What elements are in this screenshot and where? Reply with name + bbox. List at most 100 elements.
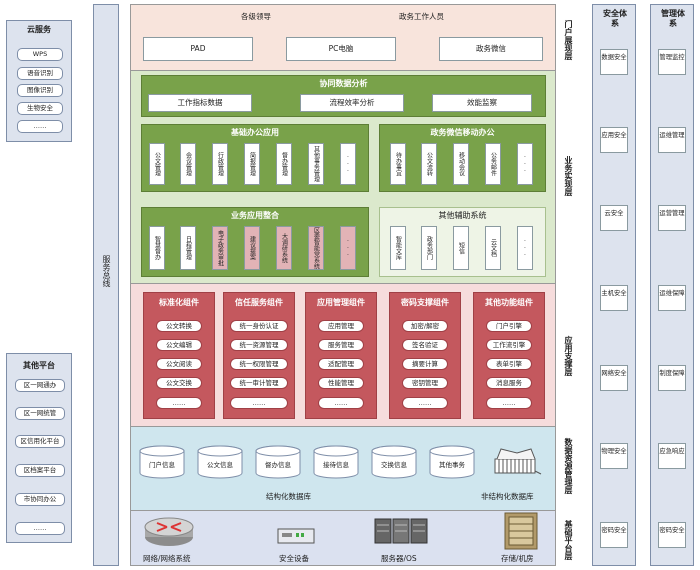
aux-systems-block: 其他辅助系统 智能文库 政务部门 短信 云文档 ···	[379, 207, 546, 277]
app-management-item[interactable]: 应用管理	[318, 320, 364, 332]
trust-component-item[interactable]: ……	[230, 397, 288, 409]
basic-office-item[interactable]: 其他事务管理	[308, 143, 324, 185]
trust-component-item[interactable]: 统一身份认证	[230, 320, 288, 332]
management-item[interactable]: 制度保障	[658, 365, 686, 391]
integration-item[interactable]: 电子政务审批	[212, 226, 228, 270]
crypto-components-title: 密码支撑组件	[401, 298, 449, 307]
security-item[interactable]: 密码安全	[600, 522, 628, 548]
mobile-office-item[interactable]: 待办事宜	[390, 143, 406, 185]
security-item[interactable]: 云安全	[600, 205, 628, 231]
security-item[interactable]: 数据安全	[600, 49, 628, 75]
standard-component-item[interactable]: ……	[156, 397, 202, 409]
db-document[interactable]: 公文信息	[196, 445, 244, 479]
integration-more[interactable]: ···	[340, 226, 356, 270]
cloud-services-panel: 云服务 WPS 语音识别 图像识别 生物安全 ……	[6, 20, 72, 142]
other-function-item[interactable]: 消息服务	[486, 377, 532, 389]
mobile-office-item[interactable]: 公文流转	[421, 143, 437, 185]
basic-office-item[interactable]: 公文管理	[149, 143, 165, 185]
aux-item[interactable]: 云文档	[485, 226, 501, 270]
basic-office-item[interactable]: 简报管理	[244, 143, 260, 185]
app-management-item[interactable]: 适配管理	[318, 358, 364, 370]
management-item[interactable]: 运维管理	[658, 127, 686, 153]
other-function-components: 其他功能组件 门户引擎 工作流引擎 表单引擎 消息服务 ……	[473, 292, 545, 419]
db-exchange[interactable]: 交换信息	[370, 445, 418, 479]
basic-office-item[interactable]: 督办管理	[276, 143, 292, 185]
platform-item[interactable]: 区信用化平台	[15, 435, 65, 448]
platform-item[interactable]: 区档案平台	[15, 464, 65, 477]
app-management-item[interactable]: 性能管理	[318, 377, 364, 389]
aux-systems-title: 其他辅助系统	[438, 211, 487, 220]
cloud-item[interactable]: 图像识别	[17, 84, 63, 97]
security-item[interactable]: 应用安全	[600, 127, 628, 153]
db-supervision[interactable]: 督办信息	[254, 445, 302, 479]
security-item[interactable]: 主机安全	[600, 285, 628, 311]
integration-item[interactable]: 区委智能党系统	[308, 226, 324, 270]
platform-item[interactable]: 市协同办公	[15, 493, 65, 506]
analysis-item[interactable]: 效能监察	[432, 94, 532, 112]
crypto-component-item[interactable]: ……	[402, 397, 448, 409]
integration-item[interactable]: 智慧督办	[149, 226, 165, 270]
mobile-office-item[interactable]: 公务邮件	[485, 143, 501, 185]
integration-item[interactable]: 大调研系统	[276, 226, 292, 270]
integration-item[interactable]: 日程管理	[180, 226, 196, 270]
db-portal[interactable]: 门户信息	[138, 445, 186, 479]
basic-office-title: 基础办公应用	[231, 128, 279, 137]
trust-component-item[interactable]: 统一资源管理	[230, 339, 288, 351]
other-function-item[interactable]: ……	[486, 397, 532, 409]
cloud-item[interactable]: 生物安全	[17, 102, 63, 115]
channel-pc[interactable]: PC电脑	[286, 37, 396, 61]
integration-item[interactable]: 建议提案	[244, 226, 260, 270]
other-function-item[interactable]: 门户引擎	[486, 320, 532, 332]
other-function-item[interactable]: 表单引擎	[486, 358, 532, 370]
management-item[interactable]: 运营管理	[658, 205, 686, 231]
management-item[interactable]: 密码安全	[658, 522, 686, 548]
aux-item[interactable]: 政务部门	[421, 226, 437, 270]
basic-office-more[interactable]: ···	[340, 143, 356, 185]
management-item[interactable]: 管理监控	[658, 49, 686, 75]
platform-item[interactable]: ……	[15, 522, 65, 535]
standard-component-item[interactable]: 公文转换	[156, 320, 202, 332]
management-item[interactable]: 应急响应	[658, 443, 686, 469]
platform-item[interactable]: 区一网统管	[15, 407, 65, 420]
cloud-item[interactable]: ……	[17, 120, 63, 133]
storage-icon	[501, 511, 541, 551]
aux-item[interactable]: 智能文库	[390, 226, 406, 270]
aux-more[interactable]: ···	[517, 226, 533, 270]
standard-components: 标准化组件 公文转换 公文编辑 公文阅读 公文交换 ……	[143, 292, 215, 419]
crypto-component-item[interactable]: 签名验证	[402, 339, 448, 351]
cloud-item[interactable]: 语音识别	[17, 67, 63, 80]
infra-network-label: 网络/网络系统	[143, 554, 191, 563]
crypto-component-item[interactable]: 加密/解密	[402, 320, 448, 332]
db-other[interactable]: 其他事务	[428, 445, 476, 479]
channel-pad[interactable]: PAD	[143, 37, 253, 61]
mobile-office-item[interactable]: 移动会议	[453, 143, 469, 185]
security-item[interactable]: 网络安全	[600, 365, 628, 391]
basic-office-item[interactable]: 行政管理	[212, 143, 228, 185]
standard-component-item[interactable]: 公文编辑	[156, 339, 202, 351]
basic-office-item[interactable]: 会议管理	[180, 143, 196, 185]
other-function-title: 其他功能组件	[485, 298, 533, 307]
management-item[interactable]: 运维保障	[658, 285, 686, 311]
app-management-item[interactable]: ……	[318, 397, 364, 409]
mobile-office-block: 政务微信移动办公 待办事宜 公文流转 移动会议 公务邮件 ···	[379, 124, 546, 192]
analysis-item[interactable]: 流程效率分析	[300, 94, 404, 112]
analysis-item[interactable]: 工作指标数据	[148, 94, 252, 112]
trust-components-title: 信任服务组件	[235, 298, 283, 307]
security-device-icon	[276, 525, 316, 547]
trust-component-item[interactable]: 统一权限管理	[230, 358, 288, 370]
mobile-office-more[interactable]: ···	[517, 143, 533, 185]
crypto-component-item[interactable]: 密钥管理	[402, 377, 448, 389]
other-platforms-panel: 其他平台 区一网通办 区一网统管 区信用化平台 区档案平台 市协同办公 ……	[6, 353, 72, 543]
db-reception[interactable]: 接待信息	[312, 445, 360, 479]
security-item[interactable]: 物理安全	[600, 443, 628, 469]
standard-component-item[interactable]: 公文阅读	[156, 358, 202, 370]
crypto-component-item[interactable]: 摘要计算	[402, 358, 448, 370]
cloud-item[interactable]: WPS	[17, 48, 63, 61]
channel-wechat[interactable]: 政务微信	[439, 37, 543, 61]
app-management-item[interactable]: 服务管理	[318, 339, 364, 351]
other-function-item[interactable]: 工作流引擎	[486, 339, 532, 351]
trust-component-item[interactable]: 统一审计管理	[230, 377, 288, 389]
standard-component-item[interactable]: 公文交换	[156, 377, 202, 389]
aux-item[interactable]: 短信	[453, 226, 469, 270]
platform-item[interactable]: 区一网通办	[15, 379, 65, 392]
